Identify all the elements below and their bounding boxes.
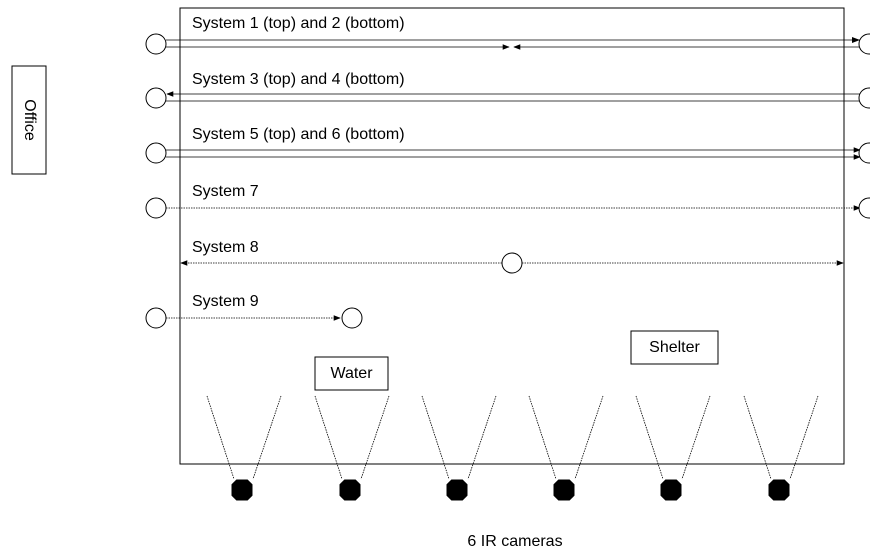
arrowhead xyxy=(852,37,860,43)
camera-fov-line xyxy=(635,395,664,480)
sensor-node-right xyxy=(858,33,870,55)
water-label: Water xyxy=(330,365,373,382)
camera-fov-line xyxy=(360,395,390,480)
system-5-6-label: System 5 (top) and 6 (bottom) xyxy=(192,126,405,143)
system-7-label: System 7 xyxy=(192,183,259,200)
camera-fov-line xyxy=(206,395,235,480)
ir-camera-icon xyxy=(339,479,361,501)
shelter-label: Shelter xyxy=(649,339,700,356)
shelter-box: Shelter xyxy=(630,330,719,365)
camera-fov-line xyxy=(314,395,343,480)
camera-fov-line xyxy=(528,395,557,480)
system-1-2-label: System 1 (top) and 2 (bottom) xyxy=(192,15,405,32)
system-7: System 7 xyxy=(145,183,870,219)
system-3-4-label: System 3 (top) and 4 (bottom) xyxy=(192,71,405,88)
camera-fov-line xyxy=(252,395,282,480)
system-5-6: System 5 (top) and 6 (bottom) xyxy=(145,126,870,164)
enclosure-boundary xyxy=(179,7,845,465)
sensor-node-receiver xyxy=(341,307,363,329)
ir-camera-icon xyxy=(231,479,253,501)
sensor-node-left xyxy=(145,33,167,55)
camera-1 xyxy=(206,395,282,501)
sensor-node-right xyxy=(858,197,870,219)
camera-fov-line xyxy=(574,395,604,480)
camera-fov-line xyxy=(743,395,772,480)
system-1-2: System 1 (top) and 2 (bottom) xyxy=(145,15,870,55)
ir-camera-icon xyxy=(446,479,468,501)
sensor-node-left xyxy=(145,307,167,329)
system-8-label: System 8 xyxy=(192,239,259,256)
camera-fov-line xyxy=(681,395,711,480)
system-9-label: System 9 xyxy=(192,293,259,310)
sensor-node-left xyxy=(145,87,167,109)
system-8: System 8 xyxy=(180,239,844,274)
system-3-4: System 3 (top) and 4 (bottom) xyxy=(145,71,870,109)
camera-fov-line xyxy=(467,395,497,480)
camera-2 xyxy=(314,395,390,501)
ir-camera-icon xyxy=(660,479,682,501)
water-box: Water xyxy=(314,356,389,391)
cameras-caption: 6 IR cameras xyxy=(467,533,562,550)
camera-fov-line xyxy=(421,395,450,480)
system-9: System 9 xyxy=(145,293,363,329)
camera-4 xyxy=(528,395,604,501)
sensor-node-left xyxy=(145,197,167,219)
sensor-node-right xyxy=(858,142,870,164)
camera-fov-line xyxy=(789,395,819,480)
ir-camera-icon xyxy=(553,479,575,501)
camera-3 xyxy=(421,395,497,501)
sensor-node-center xyxy=(501,252,523,274)
ir-camera-icon xyxy=(768,479,790,501)
sensor-node-left xyxy=(145,142,167,164)
camera-5 xyxy=(635,395,711,501)
sensor-node-right xyxy=(858,87,870,109)
office-box: Office xyxy=(11,65,47,175)
camera-6 xyxy=(743,395,819,501)
office-label: Office xyxy=(21,99,38,141)
